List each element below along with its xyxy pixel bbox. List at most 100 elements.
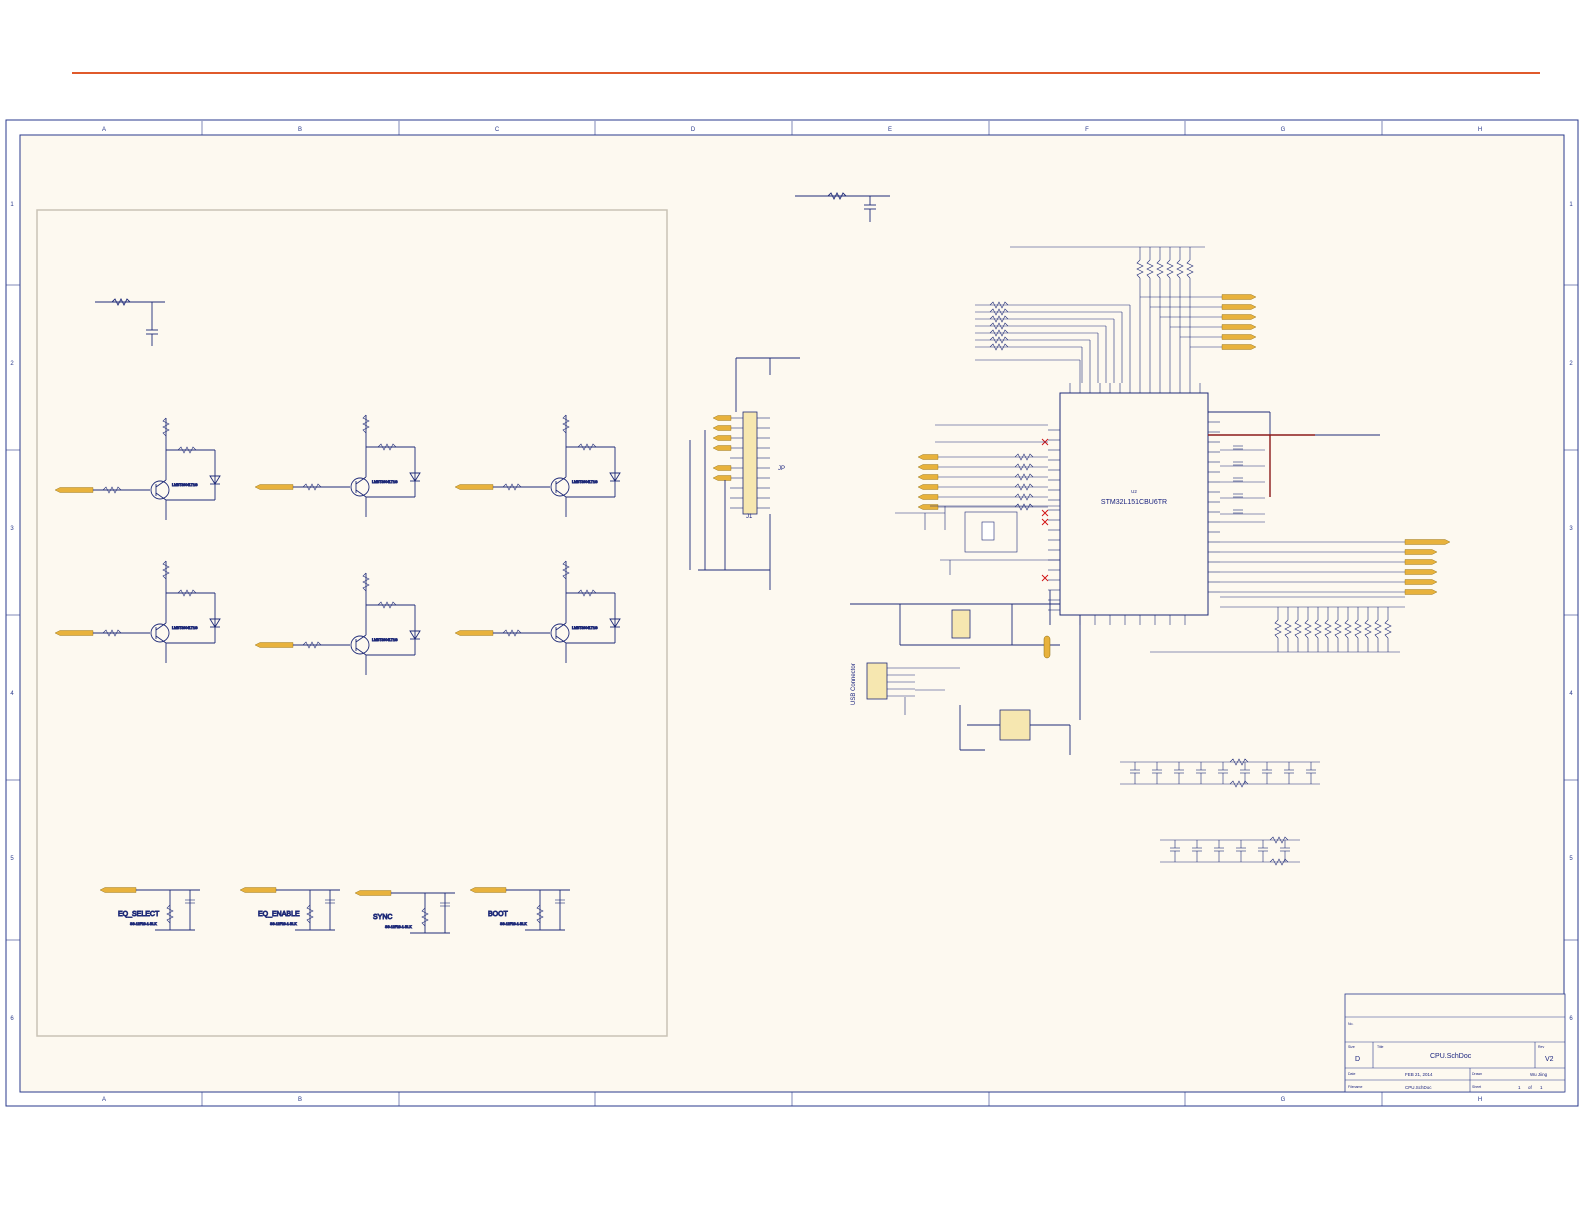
resistor	[306, 904, 314, 924]
title-block-file-label: Filename	[1348, 1085, 1362, 1089]
pulldown-resistor-bank	[1150, 607, 1400, 653]
power-rail-filters	[1120, 758, 1320, 866]
resistor	[989, 336, 1009, 344]
net-port	[917, 484, 939, 490]
net-port	[1404, 569, 1438, 575]
resistor	[1014, 493, 1034, 501]
title-block-date-label: Date	[1348, 1072, 1355, 1076]
grid-row-label-left: 1	[10, 202, 14, 208]
resistor	[162, 417, 170, 437]
no-connect-mark	[1041, 518, 1049, 526]
net-port	[54, 487, 94, 493]
resistor	[1136, 259, 1144, 279]
led-driver: LMBT3904LT1G	[454, 414, 621, 517]
resistor	[1304, 619, 1312, 639]
resistor	[421, 907, 429, 927]
resistor	[1229, 780, 1249, 788]
grid-row-label-left: 2	[10, 361, 14, 367]
mcu-part-number: STM32L151CBU6TR	[1101, 499, 1167, 506]
title-block-sheet-of: of	[1528, 1085, 1533, 1090]
net-port	[1221, 304, 1257, 310]
resistor	[1014, 463, 1034, 471]
resistor	[302, 483, 322, 491]
net-port	[712, 415, 732, 421]
resistor	[1176, 259, 1184, 279]
resistor	[562, 560, 570, 580]
net-port	[712, 425, 732, 431]
resistor	[1344, 619, 1352, 639]
net-port	[254, 642, 294, 648]
resistor	[1384, 619, 1392, 639]
led-driver-circuits: LMBT3904LT1G LMBT3904LT1G LMBT3904LT1G LMBT…	[54, 414, 621, 675]
resistor	[502, 483, 522, 491]
grid-row-label-right: 5	[1569, 856, 1573, 862]
resistor	[102, 486, 122, 494]
led-power-filter	[95, 297, 165, 346]
grid-row-label-right: 1	[1569, 202, 1573, 208]
no-connect-mark	[1041, 574, 1049, 582]
mcu-left-ports	[917, 454, 939, 510]
resistor	[1354, 619, 1362, 639]
left-panel-border	[36, 209, 668, 1037]
grid-col-label-bottom: A	[102, 1097, 106, 1103]
net-port	[1221, 314, 1257, 320]
resistor	[577, 443, 597, 451]
usb-connector-label: USB Connector	[851, 663, 857, 705]
resistor	[1269, 836, 1289, 844]
switch-part-label: SS-12F23-1-BLK	[385, 925, 412, 929]
vdd-decoupling	[1208, 411, 1380, 523]
resistor	[162, 560, 170, 580]
net-port	[354, 890, 392, 896]
net-port	[1404, 579, 1438, 585]
net-port	[1404, 589, 1438, 595]
net-port	[454, 630, 494, 636]
resistor	[1186, 259, 1194, 279]
resistor	[1014, 483, 1034, 491]
sheet-paper-area	[19, 134, 1565, 1093]
resistor	[1284, 619, 1292, 639]
led-driver: LMBT3904LT1G	[454, 560, 621, 663]
net-port	[712, 445, 732, 451]
title-block-sheet-total: 1	[1540, 1085, 1543, 1090]
grid-row-label-right: 6	[1569, 1016, 1573, 1022]
resistor	[302, 641, 322, 649]
grid-col-label-top: C	[495, 127, 500, 133]
net-port	[1404, 559, 1438, 565]
transistor-part-label: LMBT3904LT1G	[572, 480, 598, 484]
led-driver: LMBT3904LT1G	[54, 560, 221, 663]
grid-col-label-top: D	[691, 127, 696, 133]
title-block-size: D	[1355, 1056, 1360, 1063]
resistor	[1324, 619, 1332, 639]
net-port	[712, 435, 732, 441]
grid-row-label-left: 4	[10, 691, 14, 697]
title-block-date: FEB 21, 2014	[1405, 1072, 1433, 1077]
pullup-resistor-bank	[1010, 246, 1222, 383]
resistor	[1014, 473, 1034, 481]
mcu-designator: U2	[1131, 489, 1137, 494]
resistor	[1294, 619, 1302, 639]
net-port	[917, 474, 939, 480]
resistor	[362, 572, 370, 592]
net-port	[469, 887, 507, 893]
resistor	[1166, 259, 1174, 279]
net-port	[712, 475, 732, 481]
resistor	[989, 329, 1009, 337]
resistor	[1274, 619, 1282, 639]
grid-row-label-right: 4	[1569, 691, 1573, 697]
resistor	[177, 446, 197, 454]
switch-circuits: EQ_SELECTSS-12F23-1-BLKEQ_ENABLESS-12F23…	[99, 887, 570, 934]
net-port	[917, 464, 939, 470]
net-port	[1221, 294, 1257, 300]
resistor	[1229, 758, 1249, 766]
net-port	[239, 887, 277, 893]
net-port	[54, 630, 94, 636]
mcu-power-filter	[795, 191, 890, 222]
resistor	[989, 301, 1009, 309]
switch-part-label: SS-12F23-1-BLK	[500, 922, 527, 926]
grid-col-label-top: E	[888, 127, 892, 133]
net-port	[1221, 334, 1257, 340]
resistor	[377, 443, 397, 451]
transistor-part-label: LMBT3904LT1G	[172, 483, 198, 487]
